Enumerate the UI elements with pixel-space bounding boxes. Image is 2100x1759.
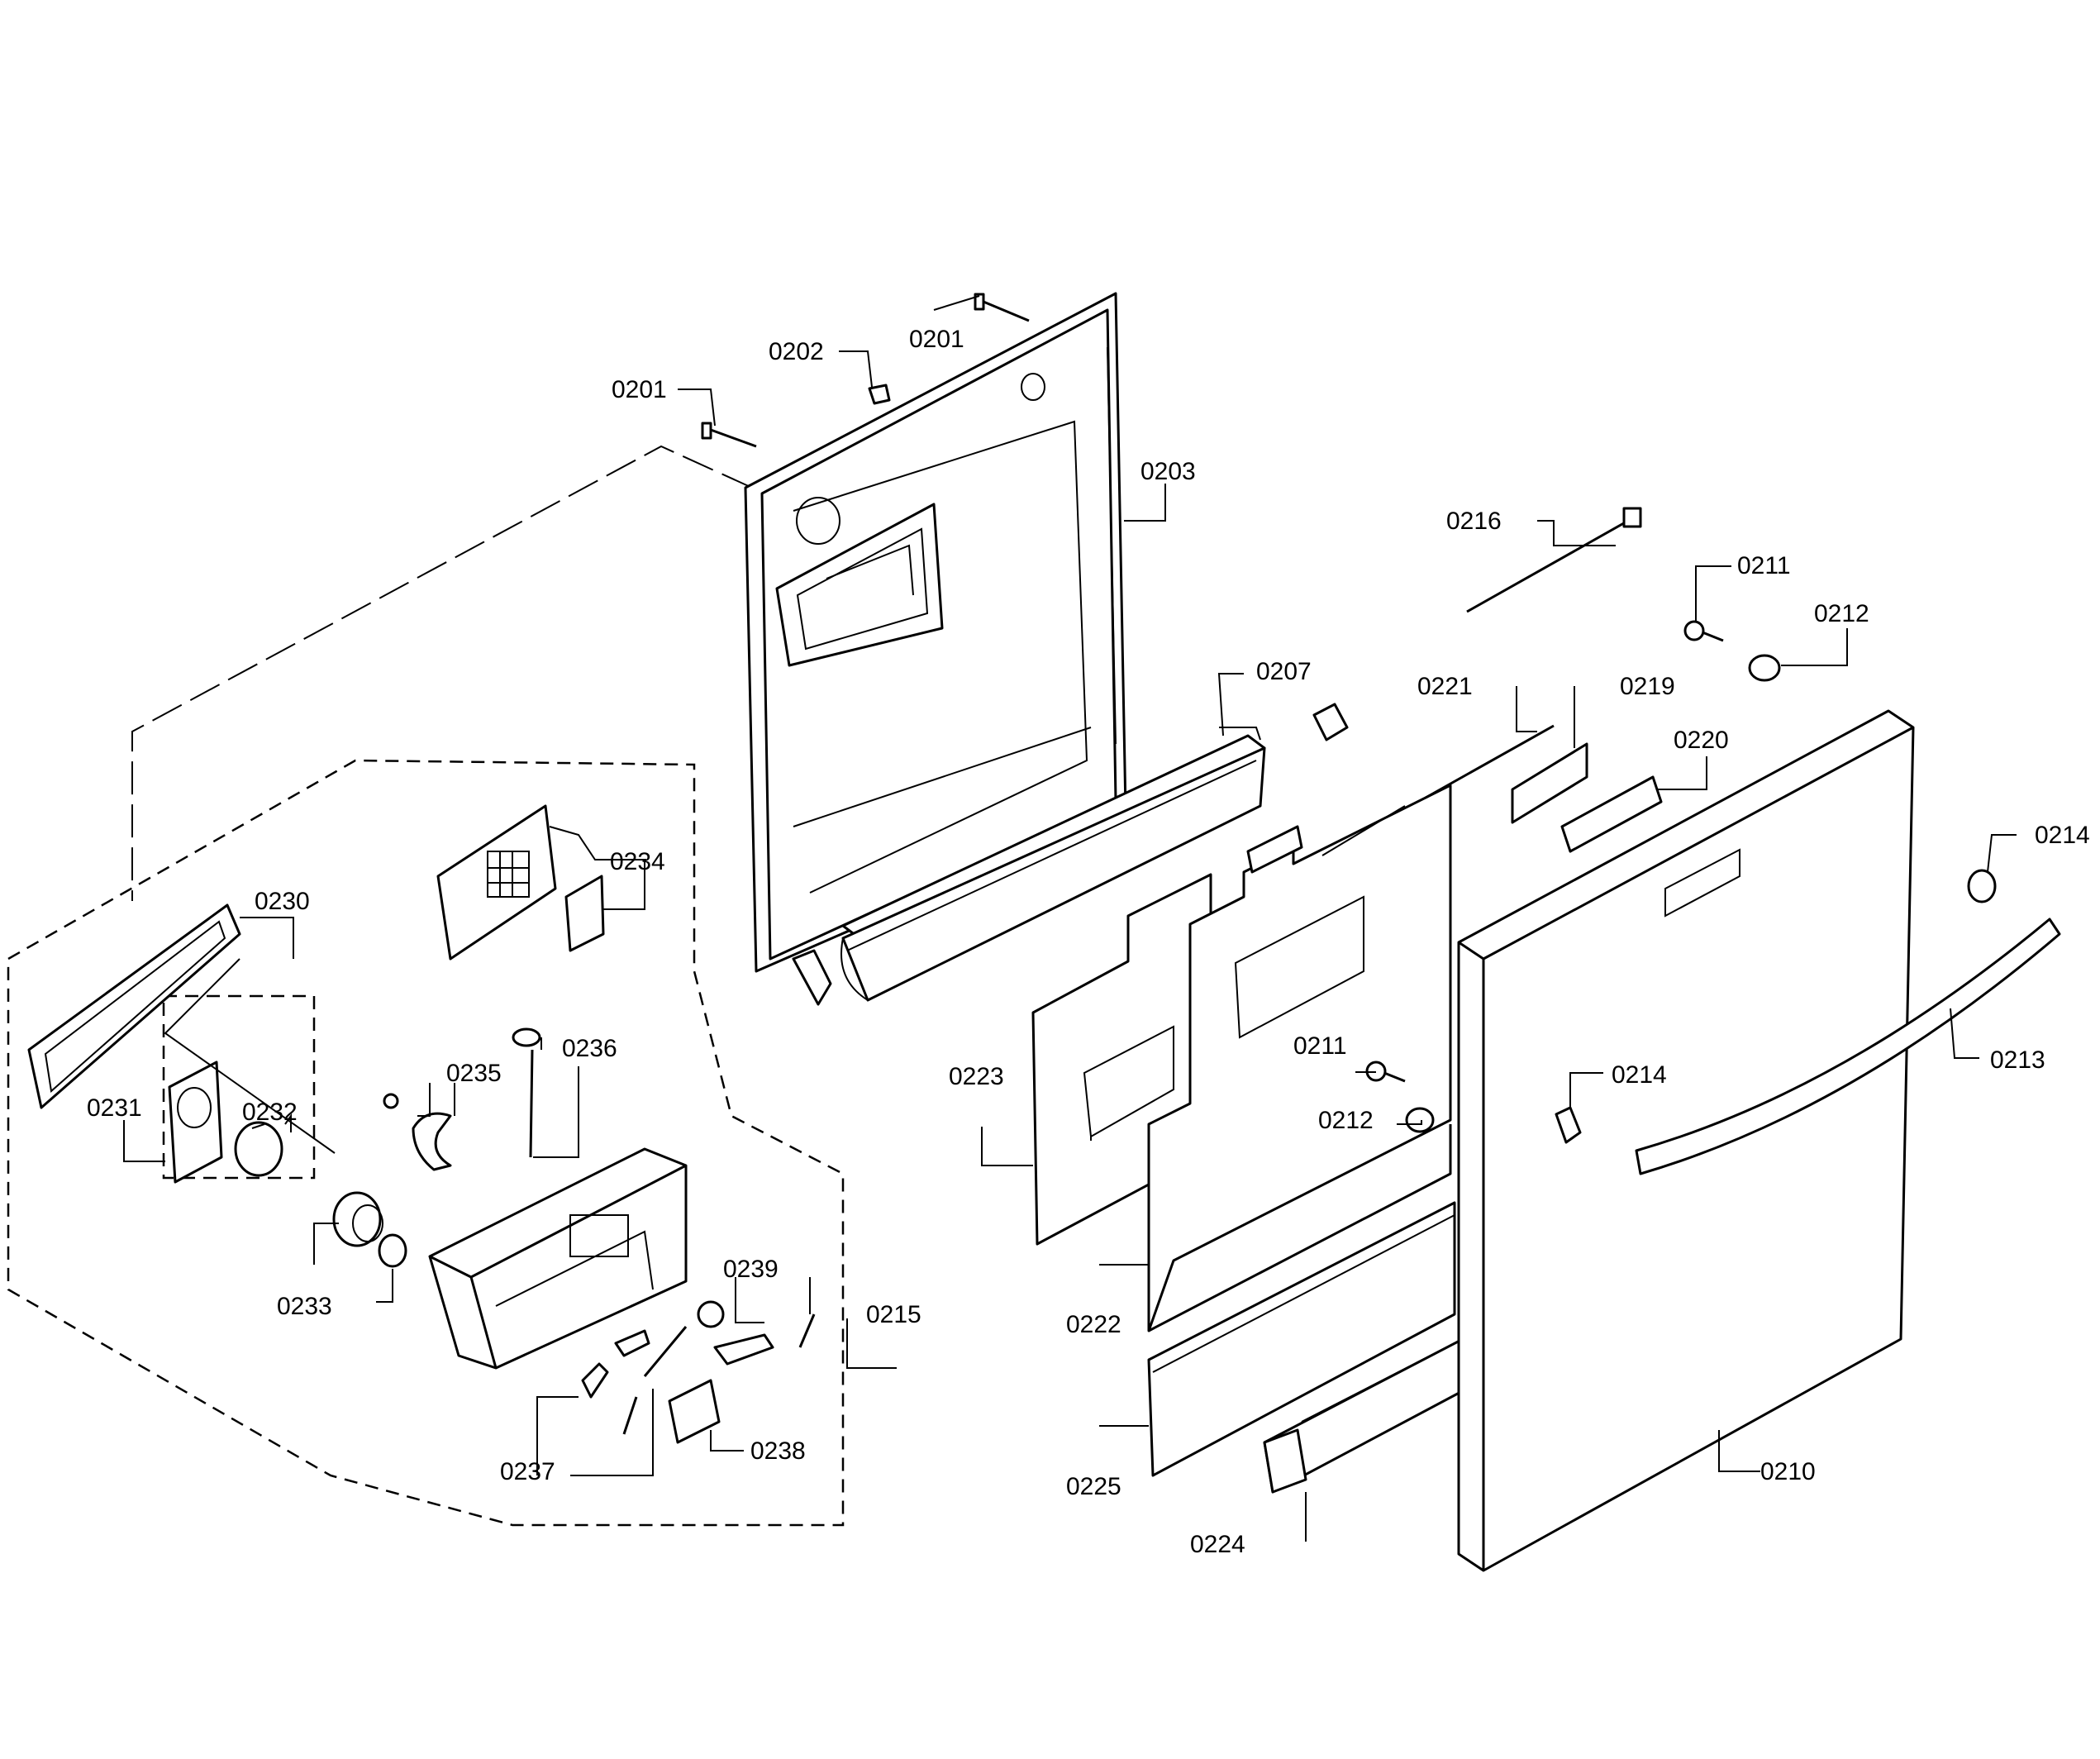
door-screws (701, 293, 1030, 448)
callout-0239: 0239 (723, 1256, 779, 1283)
fasteners (1365, 620, 1781, 1133)
callout-0220: 0220 (1674, 727, 1729, 754)
seal-ring-icon (234, 1121, 283, 1177)
seal-clip-icon (792, 949, 832, 1006)
callout-0212: 0212 (1318, 1107, 1374, 1134)
callout-0223: 0223 (949, 1063, 1004, 1090)
callout-0214: 0214 (1612, 1061, 1667, 1089)
lower-trim (1263, 1337, 1469, 1494)
actuator-parts (581, 1300, 816, 1444)
assembly-0231-0232-outline (162, 994, 316, 1180)
dispenser-small-parts (383, 1027, 541, 1171)
callout-0225: 0225 (1066, 1473, 1121, 1500)
indicator-lens (168, 1061, 223, 1184)
leader-lines (123, 295, 2017, 1542)
spring-icon (643, 1326, 688, 1377)
dispenser-cover (436, 804, 605, 961)
cable-icon (1425, 724, 1555, 799)
callout-0233: 0233 (277, 1293, 332, 1320)
dispenser-area-outline (131, 445, 753, 901)
callout-0201: 0201 (909, 326, 964, 353)
callout-0207: 0207 (1256, 658, 1312, 685)
callout-0211: 0211 (1737, 552, 1791, 579)
control-module-icon (1560, 775, 1663, 853)
callout-0231: 0231 (87, 1094, 142, 1122)
bumper-icon (1555, 1106, 1582, 1144)
assembly-0215-outline (7, 759, 845, 1527)
contact-strip-icon (1511, 742, 1588, 824)
door-handle (1635, 918, 2061, 1175)
detergent-dispenser (428, 1147, 688, 1370)
screw-icon (974, 293, 1030, 322)
callout-0232: 0232 (242, 1099, 298, 1126)
washer-icon (1748, 654, 1781, 682)
assembly-outlines (7, 445, 845, 1527)
callout-labels: 0201 0201 0202 0203 0207 0210 0211 0211 … (87, 326, 2090, 1558)
wire-harness-icon (1466, 519, 1629, 613)
spring-icon (622, 1396, 638, 1435)
screw-icon (1683, 620, 1724, 642)
spring-icon (798, 1313, 816, 1348)
callout-0202: 0202 (769, 338, 824, 365)
spring-icon (383, 1093, 399, 1109)
callout-0235: 0235 (446, 1060, 502, 1087)
wiring-and-module (1321, 507, 1663, 856)
callout-0222: 0222 (1066, 1311, 1121, 1338)
inner-door-panel (744, 292, 1127, 973)
ball-icon (697, 1300, 725, 1328)
outer-door-liner (1147, 784, 1452, 1332)
washer-icon (1405, 1107, 1435, 1133)
o-ring-icon (378, 1233, 407, 1268)
bottom-seal-strip (792, 703, 1349, 1006)
callout-0221: 0221 (1417, 673, 1473, 700)
control-cutout (1664, 848, 1740, 918)
callout-0210: 0210 (1760, 1458, 1816, 1485)
callout-0203: 0203 (1140, 458, 1196, 485)
callout-0216: 0216 (1446, 508, 1502, 535)
callout-0236: 0236 (562, 1035, 617, 1062)
callout-0211: 0211 (1293, 1032, 1347, 1060)
bumper-icon (1967, 869, 1997, 903)
callout-0237: 0237 (500, 1458, 555, 1485)
callout-0234: 0234 (610, 848, 665, 875)
callout-0201: 0201 (612, 376, 667, 403)
callout-0213: 0213 (1990, 1046, 2045, 1074)
callout-0224: 0224 (1190, 1531, 1245, 1558)
callout-0214: 0214 (2035, 822, 2090, 849)
seal-clip-icon (1312, 703, 1349, 741)
callout-0230: 0230 (255, 888, 310, 915)
callout-0212: 0212 (1814, 600, 1869, 627)
callout-0238: 0238 (750, 1437, 806, 1465)
float-icon (512, 1027, 541, 1047)
screw-icon (701, 422, 757, 448)
lever-icon (412, 1112, 452, 1171)
callout-0219: 0219 (1620, 673, 1675, 700)
bumpers (1555, 869, 1997, 1144)
callout-0215: 0215 (866, 1301, 921, 1328)
hinge-pin-icon (868, 384, 891, 405)
dispenser-gasket (27, 903, 241, 1109)
solenoid-icon (668, 1379, 721, 1444)
rinse-aid-cap (332, 1191, 383, 1247)
toe-panel (1147, 1201, 1456, 1477)
